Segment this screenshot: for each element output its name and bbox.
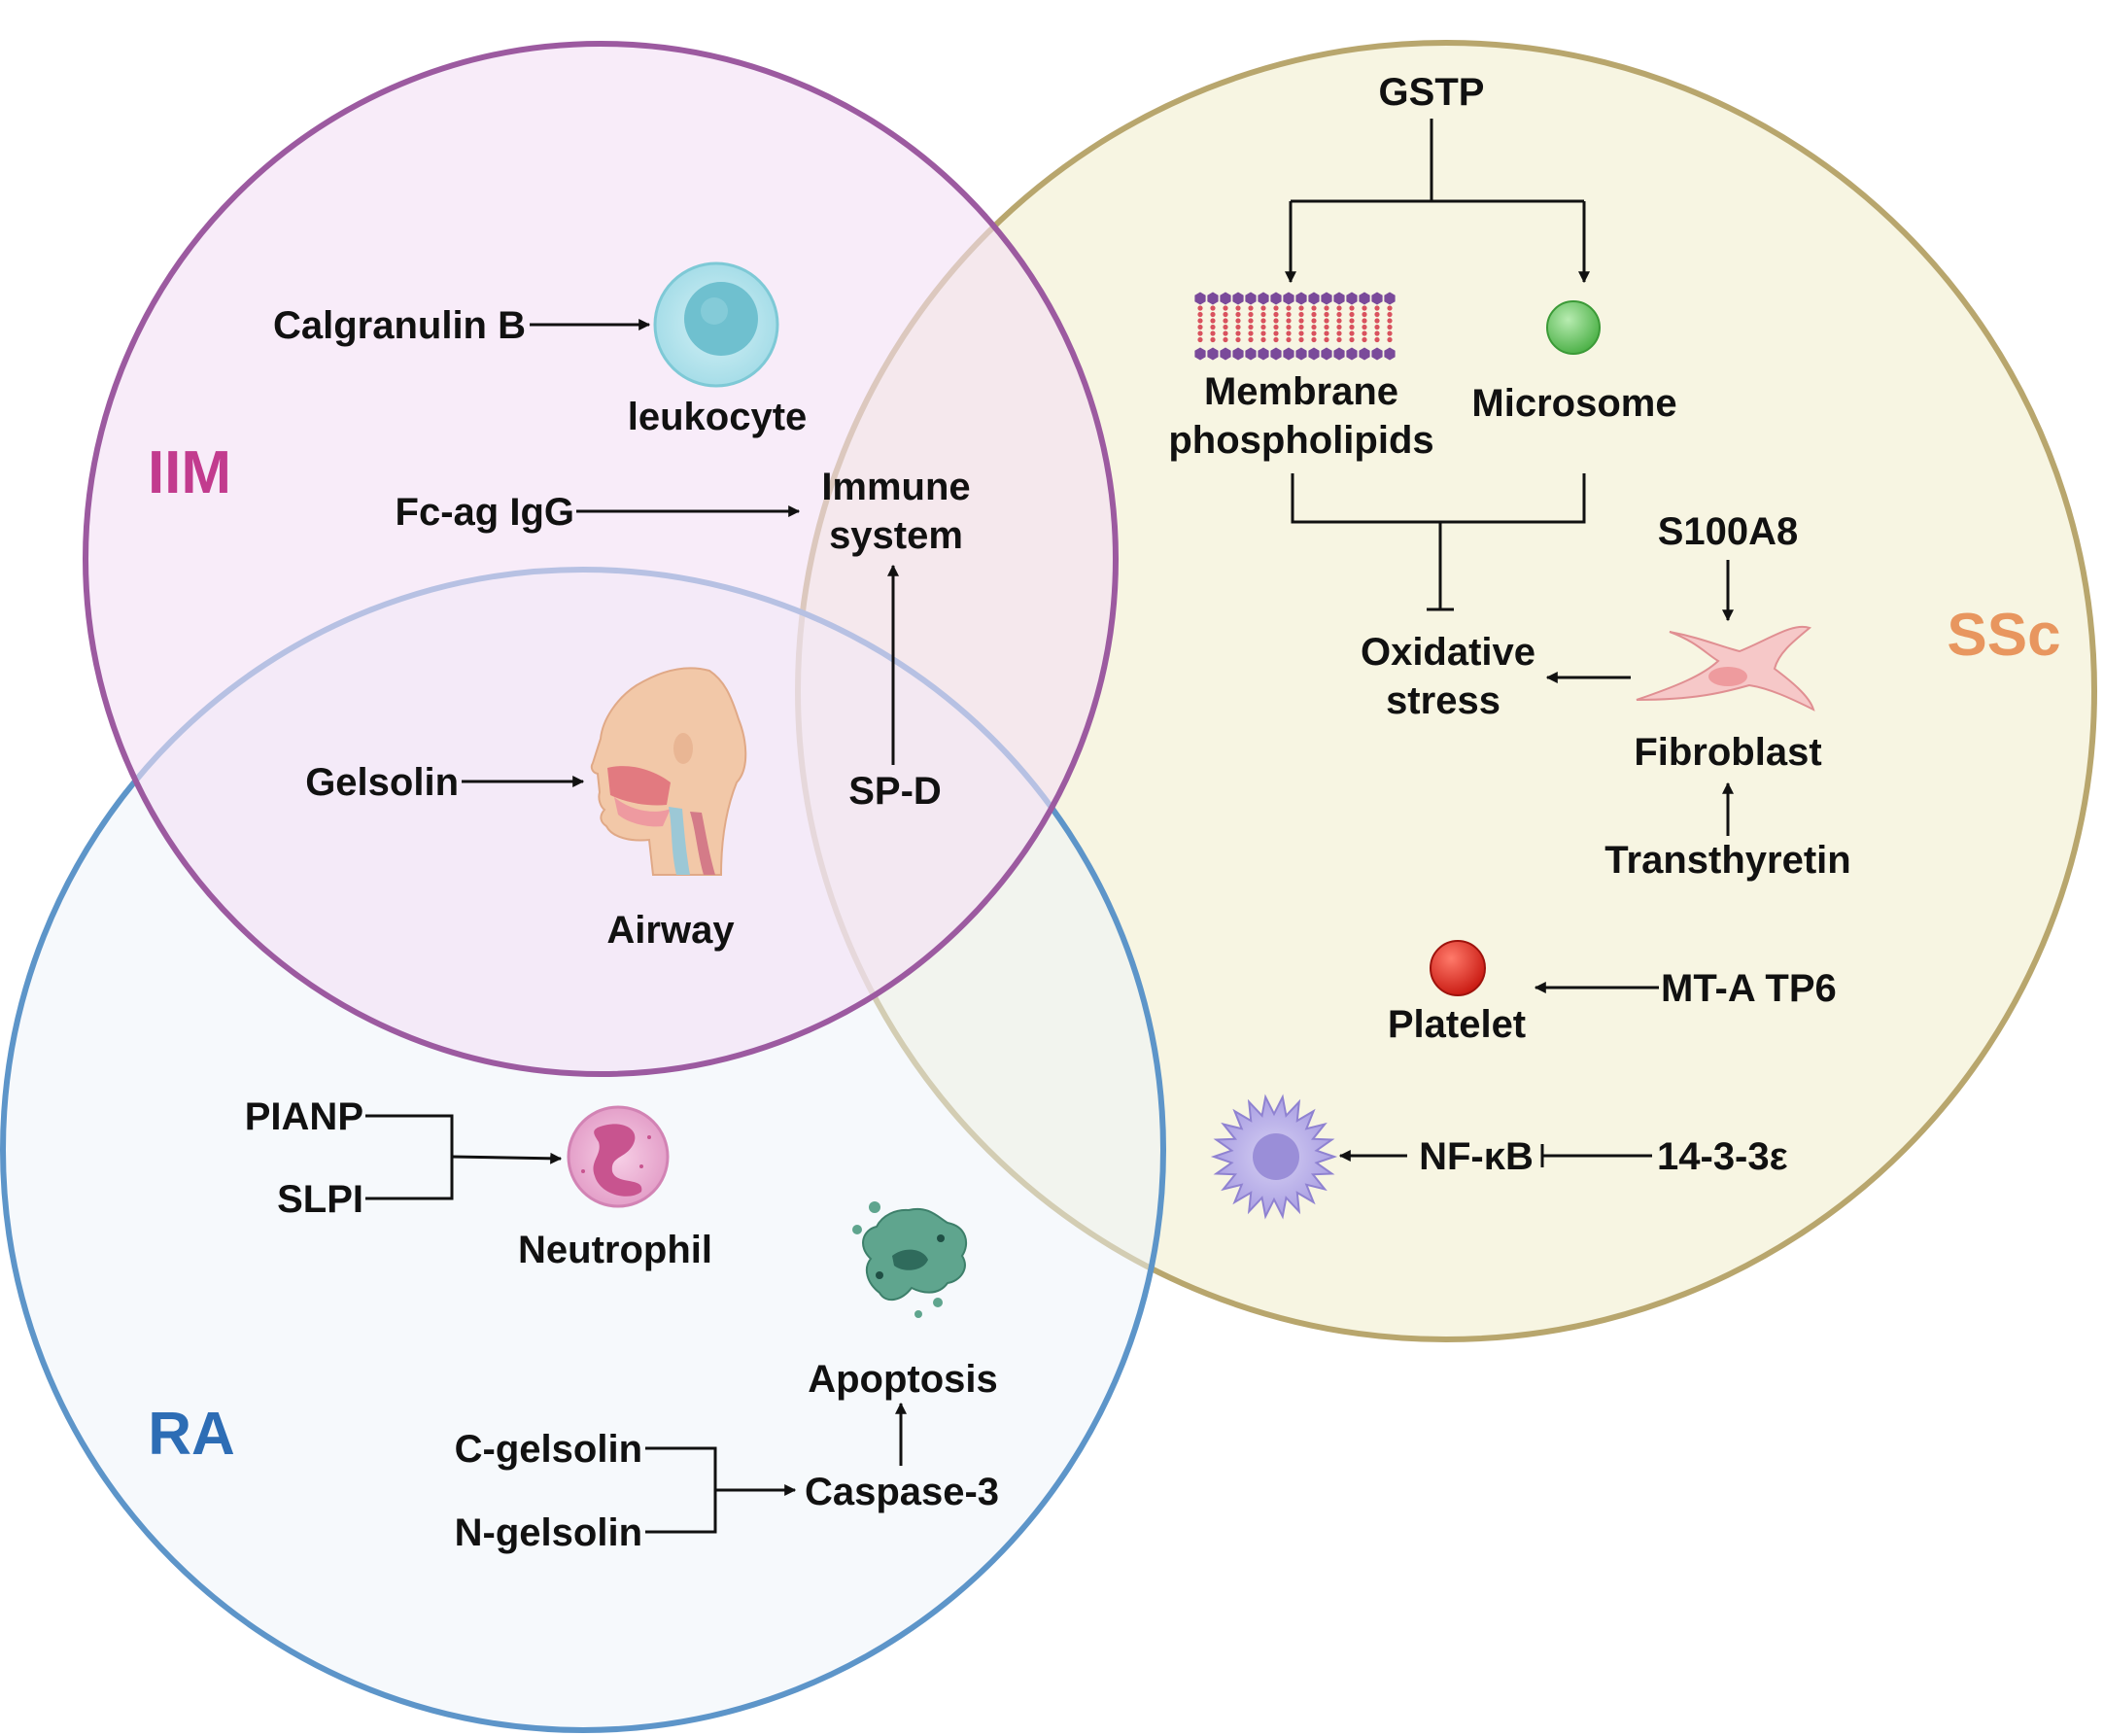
oxidative-stress-label-line2: stress	[1386, 679, 1500, 722]
immune-system-group: Fc-ag IgG Immune system SP-D	[396, 466, 971, 813]
oxidative-stress-label-line1: Oxidative	[1361, 631, 1535, 674]
c-gelsolin-label: C-gelsolin	[455, 1428, 642, 1471]
immune-system-label-line2: system	[829, 514, 963, 557]
platelet-group: Platelet MT-A TP6	[1388, 940, 1837, 1046]
gstp-label: GSTP	[1379, 71, 1485, 114]
slpi-label: SLPI	[277, 1178, 363, 1221]
calgranulin-b-label: Calgranulin B	[273, 304, 526, 347]
set-circles	[0, 40, 2097, 1733]
leukocyte-cell-icon	[653, 261, 779, 388]
14-3-3-inhibition-line	[1540, 1144, 1652, 1167]
platelet-label: Platelet	[1388, 1003, 1526, 1046]
phospholipid-bilayer-icon	[1194, 292, 1396, 361]
fibroblast-group: S100A8 Fibroblast Transthyretin	[1545, 510, 1851, 882]
immune-system-label-line1: Immune	[821, 466, 970, 508]
inhibition-bracket	[1291, 473, 1586, 611]
nf-kb-label: NF-κB	[1419, 1135, 1534, 1178]
nfkb-group: NF-κB 14-3-3ε	[1210, 1094, 1788, 1220]
n-gelsolin-label: N-gelsolin	[455, 1511, 642, 1554]
gelsolin-label: Gelsolin	[305, 761, 459, 804]
neutrophil-label: Neutrophil	[518, 1229, 712, 1271]
caspase-3-label: Caspase-3	[805, 1471, 999, 1513]
iim-circle	[83, 41, 1119, 1077]
set-label-ssc: SSc	[1947, 602, 2060, 669]
leukocyte-label: leukocyte	[628, 396, 808, 438]
apoptosis-label: Apoptosis	[808, 1358, 998, 1401]
microsome-icon	[1546, 300, 1601, 355]
transthyretin-label: Transthyretin	[1604, 839, 1850, 882]
fibroblast-cell-icon	[1636, 625, 1815, 712]
neutrophil-cell-icon	[567, 1105, 670, 1208]
microsome-label: Microsome	[1471, 382, 1676, 425]
set-label-ra: RA	[148, 1401, 235, 1468]
to-neutrophil-arrow	[451, 1152, 563, 1164]
gstp-branch-line	[1291, 119, 1584, 203]
sp-d-label: SP-D	[848, 770, 942, 813]
macrophage-cell-icon	[1210, 1094, 1338, 1220]
apoptotic-cell-icon	[852, 1201, 968, 1318]
pianp-label: PIANP	[245, 1095, 363, 1138]
airway-label: Airway	[606, 909, 735, 952]
airway-group: Gelsolin Airway	[305, 667, 747, 952]
mt-atp6-label: MT-A TP6	[1661, 967, 1837, 1010]
membrane-label-line1: Membrane	[1204, 370, 1398, 413]
gstp-group: GSTP	[1285, 71, 1590, 284]
neutrophil-group: PIANP SLPI Neutrophil	[245, 1095, 712, 1271]
14-3-3-epsilon-label: 14-3-3ε	[1657, 1135, 1788, 1178]
human-airway-icon	[590, 667, 747, 876]
fibroblast-label: Fibroblast	[1634, 731, 1821, 774]
platelet-icon	[1430, 940, 1486, 996]
s100a8-label: S100A8	[1658, 510, 1799, 553]
set-label-iim: IIM	[148, 439, 231, 506]
leukocyte-group: Calgranulin B leukocyte	[273, 261, 808, 438]
membrane-label-line2: phospholipids	[1168, 419, 1433, 462]
apoptosis-group: Apoptosis Caspase-3 C-gelsolin N-gelsoli…	[455, 1201, 999, 1554]
fc-ag-igg-label: Fc-ag IgG	[396, 491, 574, 534]
